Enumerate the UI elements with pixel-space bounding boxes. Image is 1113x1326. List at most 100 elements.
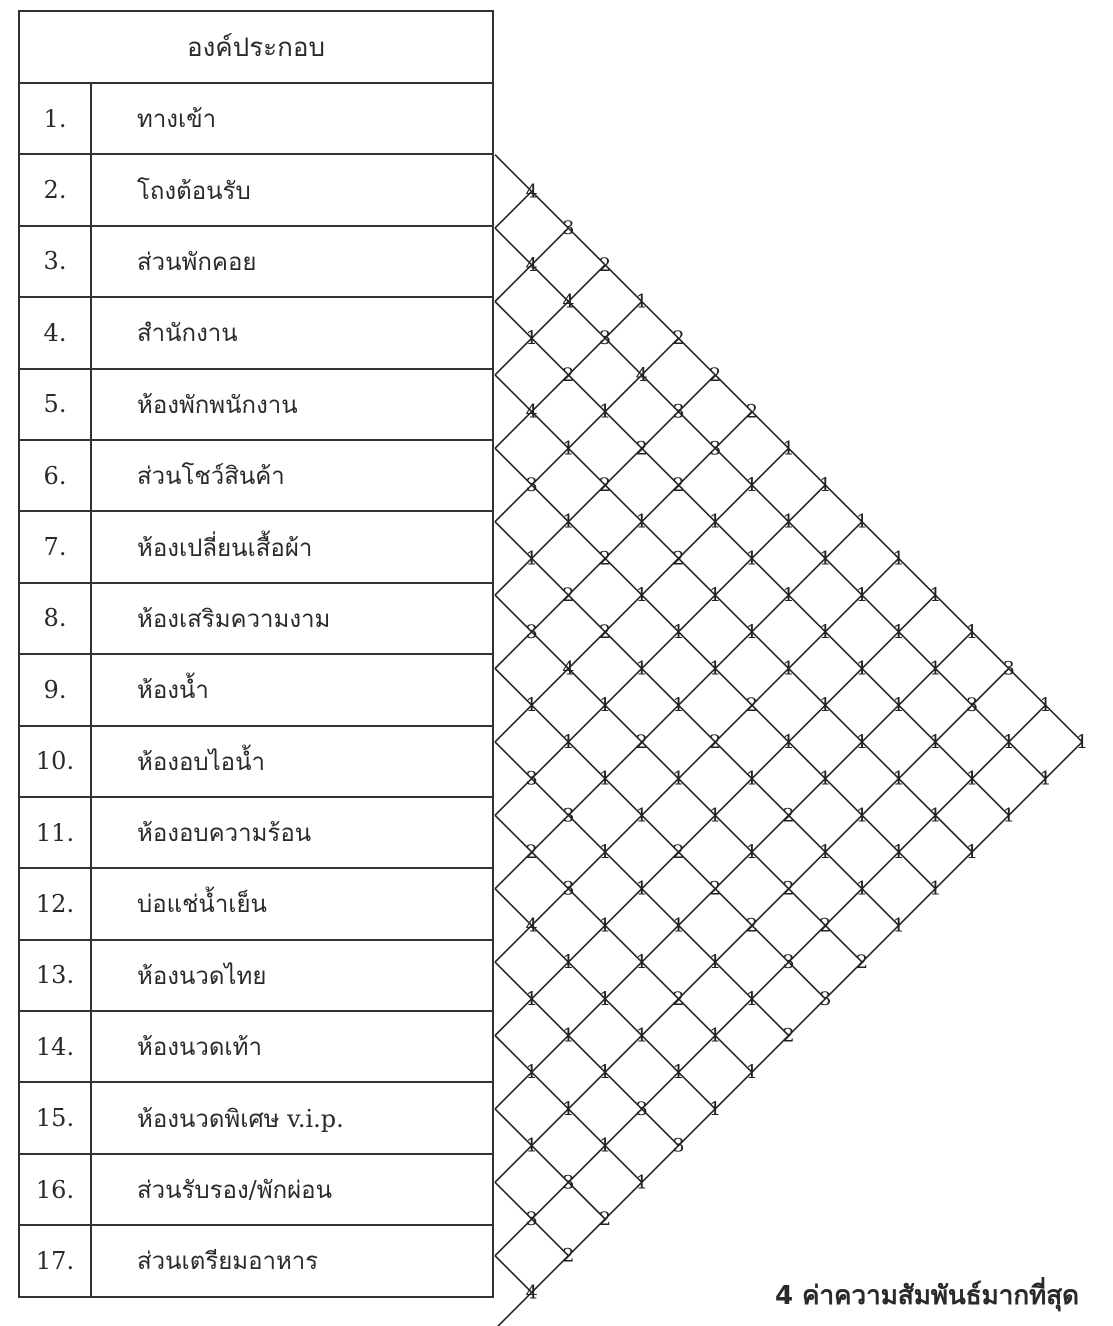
matrix-cell-value: 1 — [783, 437, 795, 459]
matrix-cell-value: 2 — [672, 988, 684, 1010]
matrix-cell-value: 1 — [526, 547, 538, 569]
matrix-cell-value: 1 — [819, 694, 831, 716]
matrix-cell-value: 3 — [672, 1135, 684, 1157]
matrix-cell-value: 1 — [526, 1135, 538, 1157]
matrix-cell-value: 1 — [526, 327, 538, 349]
matrix-cell-value: 1 — [672, 621, 684, 643]
matrix-cell-value: 1 — [893, 694, 905, 716]
matrix-cell-value: 1 — [746, 988, 758, 1010]
matrix-cell-value: 1 — [636, 658, 648, 680]
matrix-cell-value: 1 — [856, 658, 868, 680]
matrix-cell-value: 1 — [636, 511, 648, 533]
grid-line — [495, 265, 605, 375]
matrix-cell-value: 2 — [672, 474, 684, 496]
matrix-cell-value: 3 — [599, 327, 611, 349]
matrix-cell-value: 1 — [746, 768, 758, 790]
matrix-cell-value: 1 — [966, 621, 978, 643]
matrix-cell-value: 2 — [599, 474, 611, 496]
grid-line — [495, 669, 825, 999]
matrix-cell-value: 1 — [672, 694, 684, 716]
matrix-cell-value: 4 — [526, 180, 538, 202]
matrix-cell-value: 1 — [636, 951, 648, 973]
matrix-cell-value: 3 — [636, 1098, 648, 1120]
matrix-cell-value: 1 — [746, 474, 758, 496]
matrix-cell-value: 1 — [562, 511, 574, 533]
matrix-cell-value: 1 — [856, 511, 868, 533]
grid-line — [495, 962, 679, 1146]
matrix-values: 4414313132411134342112413311132231222111… — [526, 180, 1089, 1303]
matrix-cell-value: 1 — [893, 547, 905, 569]
matrix-cell-value: 1 — [856, 804, 868, 826]
grid-line — [495, 705, 1046, 1255]
matrix-cell-value: 2 — [746, 401, 758, 423]
matrix-cell-value: 1 — [672, 768, 684, 790]
matrix-cell-value: 1 — [709, 1098, 721, 1120]
matrix-cell-value: 1 — [893, 841, 905, 863]
matrix-cell-value: 1 — [929, 804, 941, 826]
matrix-cell-value: 1 — [929, 878, 941, 900]
matrix-cell-value: 4 — [562, 658, 574, 680]
matrix-cell-value: 1 — [709, 584, 721, 606]
matrix-cell-value: 2 — [672, 547, 684, 569]
matrix-cell-value: 1 — [819, 768, 831, 790]
matrix-cell-value: 3 — [562, 878, 574, 900]
matrix-cell-value: 1 — [966, 841, 978, 863]
matrix-cell-value: 1 — [746, 547, 758, 569]
matrix-cell-value: 3 — [783, 951, 795, 973]
matrix-cell-value: 1 — [746, 841, 758, 863]
matrix-cell-value: 1 — [599, 694, 611, 716]
matrix-cell-value: 1 — [636, 1171, 648, 1193]
matrix-cell-value: 2 — [783, 804, 795, 826]
matrix-cell-value: 2 — [562, 364, 574, 386]
matrix-cell-value: 2 — [819, 914, 831, 936]
matrix-cell-value: 3 — [819, 988, 831, 1010]
matrix-cell-value: 2 — [562, 584, 574, 606]
matrix-cell-value: 2 — [562, 1245, 574, 1267]
matrix-cell-value: 1 — [599, 841, 611, 863]
matrix-cell-value: 2 — [599, 254, 611, 276]
matrix-cell-value: 1 — [1003, 731, 1015, 753]
matrix-cell-value: 2 — [856, 951, 868, 973]
matrix-cell-value: 3 — [672, 401, 684, 423]
grid-line — [495, 485, 825, 815]
matrix-cell-value: 1 — [819, 841, 831, 863]
matrix-cell-value: 1 — [636, 291, 648, 313]
matrix-cell-value: 4 — [636, 364, 648, 386]
matrix-cell-value: 1 — [783, 658, 795, 680]
matrix-cell-value: 1 — [672, 914, 684, 936]
matrix-cell-value: 1 — [636, 804, 648, 826]
matrix-cell-value: 1 — [672, 1061, 684, 1083]
matrix-cell-value: 1 — [636, 878, 648, 900]
matrix-cell-value: 1 — [819, 621, 831, 643]
matrix-cell-value: 1 — [709, 951, 721, 973]
matrix-cell-value: 2 — [672, 327, 684, 349]
matrix-cell-value: 2 — [783, 878, 795, 900]
matrix-cell-value: 1 — [636, 584, 648, 606]
matrix-cell-value: 1 — [599, 914, 611, 936]
matrix-cell-value: 1 — [893, 914, 905, 936]
matrix-cell-value: 2 — [746, 694, 758, 716]
grid-line — [495, 522, 899, 926]
matrix-cell-value: 1 — [562, 951, 574, 973]
grid-line — [495, 558, 899, 962]
matrix-cell-value: 1 — [1039, 768, 1051, 790]
matrix-cell-value: 1 — [819, 474, 831, 496]
legend-text: 4 ค่าความสัมพันธ์มากที่สุด — [775, 1275, 1079, 1316]
matrix-cell-value: 2 — [636, 437, 648, 459]
matrix-cell-value: 3 — [562, 217, 574, 239]
grid-line — [495, 1109, 605, 1219]
matrix-cell-value: 1 — [1039, 694, 1051, 716]
matrix-cell-value: 3 — [1003, 658, 1015, 680]
matrix-cell-value: 2 — [709, 364, 721, 386]
matrix-cell-value: 1 — [599, 401, 611, 423]
matrix-cell-value: 2 — [746, 914, 758, 936]
matrix-cell-value: 1 — [599, 768, 611, 790]
matrix-cell-value: 1 — [856, 584, 868, 606]
matrix-cell-value: 1 — [636, 1025, 648, 1047]
matrix-cell-value: 1 — [562, 437, 574, 459]
matrix-cell-value: 1 — [526, 694, 538, 716]
matrix-cell-value: 1 — [526, 1061, 538, 1083]
matrix-cell-value: 1 — [856, 731, 868, 753]
grid-line — [495, 228, 1046, 779]
